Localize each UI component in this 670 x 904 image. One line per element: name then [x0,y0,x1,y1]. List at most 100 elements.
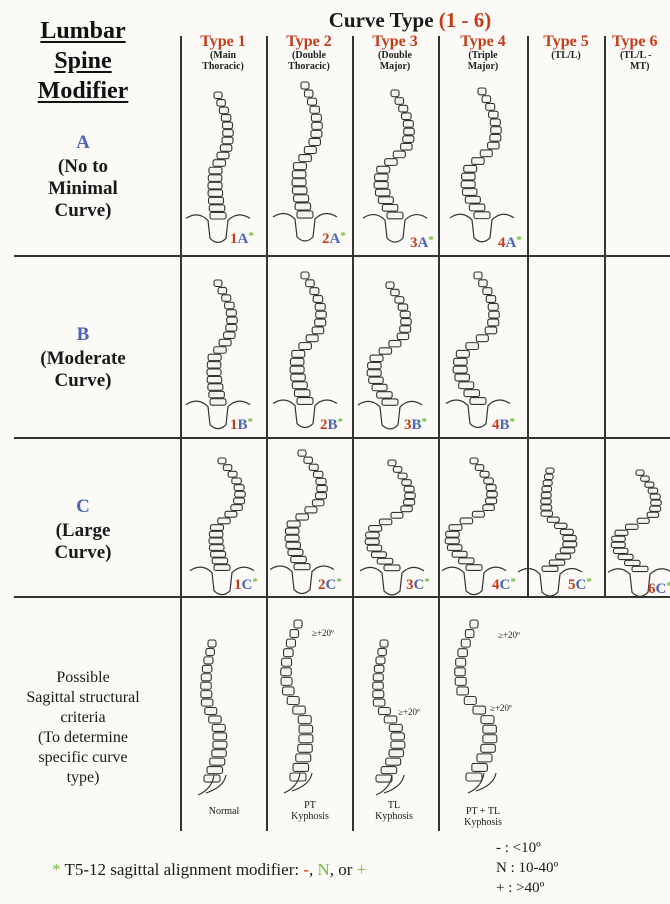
vertebra [218,458,226,464]
vertebra [483,505,495,511]
vertebra [207,362,221,368]
vertebra [224,332,236,338]
vertebra [297,211,313,218]
vertebra [214,280,222,286]
vertebra [301,272,309,279]
vertebra [556,554,571,559]
kyphosis-label-line: PT [278,800,342,811]
vertebra [210,758,225,765]
vertebra [453,366,467,373]
row-letter: A [14,132,152,154]
vertebra [474,212,490,219]
vertebra [464,390,480,397]
row-label-a: A (No to Minimal Curve) [14,132,152,222]
sagittal-label-line: criteria [14,708,152,728]
vertebra [282,658,292,666]
vertebra [304,147,316,154]
vertebra [304,457,313,463]
vertebra [487,491,498,497]
vertebra [312,327,324,334]
vertebra [281,668,292,676]
vertebra [312,500,324,506]
vertebra [650,494,660,499]
vertebra [541,511,553,516]
vertebra [309,138,321,145]
legend-key-n: N : 10-40º [496,860,558,877]
vertebra [458,649,468,657]
vertebra [465,630,474,638]
vertebra [234,498,245,504]
vertebra [209,167,222,174]
vertebra [295,203,310,210]
vertebra [488,319,499,326]
type-desc: Major) [356,61,434,72]
vertebra [391,90,399,97]
vertebra [612,536,626,541]
vertebra [290,630,299,638]
vertebra [480,471,489,477]
vertebra [384,565,400,571]
vertebra [218,287,227,293]
vertebra [206,648,215,655]
vertebra [393,467,402,473]
vertebra [478,88,486,95]
vertebra [218,518,231,524]
vertebra [389,340,401,346]
vertebra [446,531,460,537]
kyphosis-label-line: Normal [192,806,256,817]
vertebra [207,376,222,382]
vertebra [219,339,231,345]
vertebra [311,114,321,121]
vertebra [211,551,226,557]
vertebra [475,465,484,471]
legend-star: * [52,860,61,879]
type-2-header: Type 2 (Double Thoracic) [270,33,348,72]
type-name: Type 3 [356,33,434,50]
code-4a: 4A* [498,234,522,252]
sagittal-label-line: specific curve [14,748,152,768]
vertebra [316,478,326,484]
vertebra [403,121,413,128]
vertebra [386,282,394,288]
vertebra [288,549,303,555]
type-6-header: Type 6 (TL/L - MT) [612,33,670,72]
vertebra [455,668,466,676]
kyphosis-label-line: Kyphosis [362,811,426,822]
vertebra [387,212,403,219]
vertebra [490,134,501,141]
type-name: Type 2 [270,33,348,50]
vertebra [228,471,237,477]
vertebra [209,391,225,397]
vertebra [482,96,491,103]
vertebra [213,733,227,740]
angle-annotation-pttl-lower: ≥+20º [490,703,512,714]
lumbar-title-line: Spine [14,46,152,76]
vertebra [401,319,412,325]
vertebra [378,708,390,715]
row-desc-line: Curve) [14,370,152,392]
sagittal-criteria-label: Possible Sagittal structural criteria (T… [14,668,152,788]
vertebra [213,160,225,167]
row-desc-line: Curve) [14,200,152,222]
vertebra [399,105,408,112]
legend-n: N [318,860,330,879]
vertebra [374,182,388,189]
type-desc: Thoracic) [184,61,262,72]
vertebra [466,565,482,571]
sagittal-label-line: Possible [14,668,152,688]
vertebra [299,725,313,733]
legend-key-minus: - : <10º [496,840,541,857]
vertebra [286,542,301,548]
vertebra [402,480,412,486]
vertebra [542,486,552,491]
vertebra [374,665,384,672]
code-2a: 2A* [322,230,346,248]
code-1c: 1C* [234,576,258,594]
type-desc: MT) [612,61,670,72]
legend-key-plus: + : >40º [496,880,544,897]
vertebra [298,450,306,456]
spine-4a [447,88,517,252]
vertebra [625,560,641,565]
vertebra [541,505,552,510]
vertebra [209,716,222,723]
